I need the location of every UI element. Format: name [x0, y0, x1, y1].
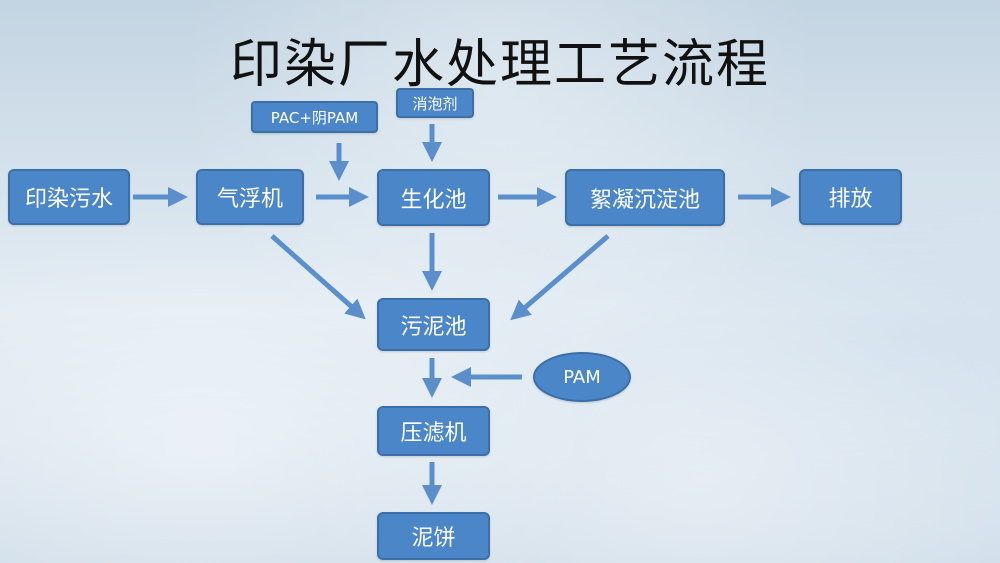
node-sludge-cake: 泥饼	[377, 512, 490, 560]
node-pam: PAM	[533, 352, 631, 402]
node-defoamer: 消泡剂	[396, 88, 474, 118]
node-flocculation-tank: 絮凝沉淀池	[565, 169, 725, 226]
node-discharge: 排放	[799, 169, 902, 225]
node-air-flotation: 气浮机	[196, 169, 304, 225]
node-filter-press: 压滤机	[377, 406, 490, 456]
node-dyeing-wastewater: 印染污水	[8, 169, 130, 225]
diagram-title: 印染厂水处理工艺流程	[229, 35, 770, 95]
arrow-flotation-to-sludge	[270, 234, 366, 320]
node-pac-pam: PAC+阴PAM	[251, 101, 378, 133]
node-sludge-tank: 污泥池	[377, 298, 490, 351]
node-biochemical-tank: 生化池	[377, 169, 490, 226]
arrow-flocculation-to-sludge	[510, 234, 610, 321]
